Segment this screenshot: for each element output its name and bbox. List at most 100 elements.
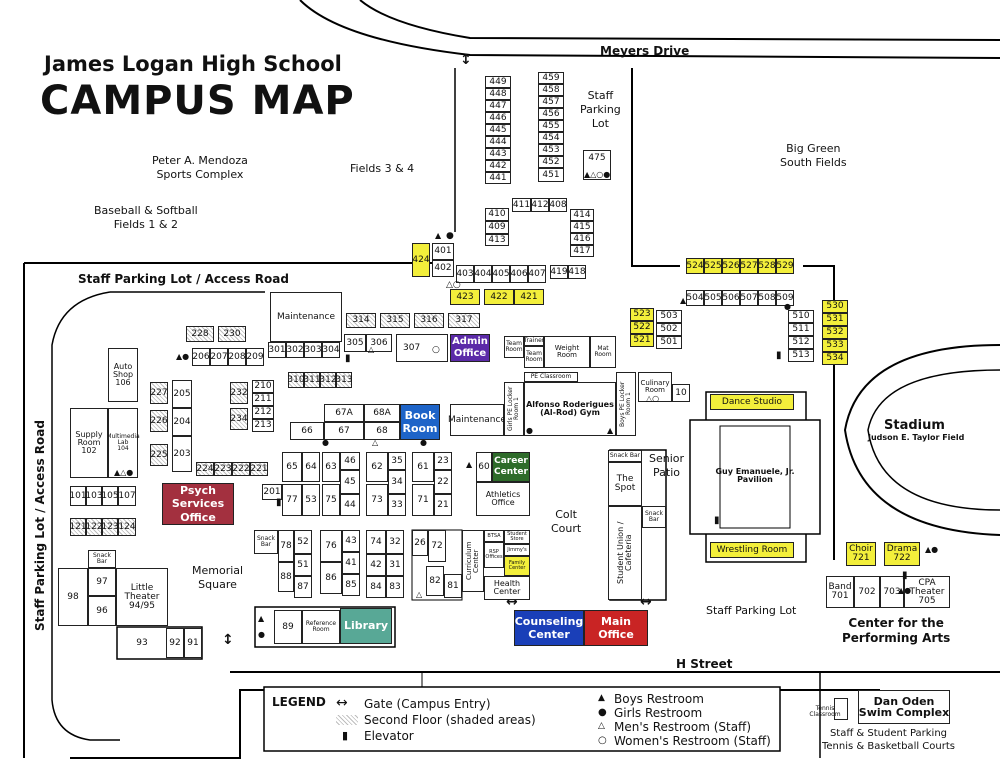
room-445[interactable]: 445: [485, 124, 511, 136]
room-506[interactable]: 506: [722, 290, 740, 306]
room-525[interactable]: 525: [704, 258, 722, 274]
maintenance-building[interactable]: Maintenance: [270, 292, 342, 342]
room-53[interactable]: 53: [302, 484, 320, 516]
pe-classroom[interactable]: PE Classroom: [524, 372, 578, 382]
room-314[interactable]: 314: [346, 313, 376, 328]
room-23[interactable]: 23: [434, 452, 452, 470]
room-71[interactable]: 71: [412, 484, 434, 516]
room-45[interactable]: 45: [340, 470, 360, 494]
room-534[interactable]: 534: [822, 352, 848, 365]
room-409[interactable]: 409: [485, 221, 509, 234]
room-98[interactable]: 98: [58, 568, 88, 626]
room-105[interactable]: 105: [101, 486, 119, 506]
counseling-center[interactable]: Counseling Center: [514, 610, 584, 646]
room-454[interactable]: 454: [538, 132, 564, 144]
room-67a[interactable]: 67A: [324, 404, 364, 422]
tennis-classroom[interactable]: Tennis Classroom: [809, 705, 841, 718]
room-524[interactable]: 524: [686, 258, 704, 274]
room-404[interactable]: 404: [474, 265, 492, 283]
dance-studio[interactable]: Dance Studio: [710, 394, 794, 410]
room-26[interactable]: 26: [412, 530, 428, 556]
room-224[interactable]: 224: [196, 462, 214, 476]
room-223[interactable]: 223: [214, 462, 232, 476]
room-423[interactable]: 423: [450, 289, 480, 305]
room-208[interactable]: 208: [228, 348, 246, 366]
room-211[interactable]: 211: [252, 393, 274, 406]
room-528[interactable]: 528: [758, 258, 776, 274]
psych-services-office[interactable]: Psych Services Office: [162, 483, 234, 525]
room-304[interactable]: 304: [322, 342, 340, 358]
maintenance-gym[interactable]: Maintenance: [448, 404, 506, 436]
room-201[interactable]: 201: [262, 484, 282, 500]
room-455[interactable]: 455: [538, 120, 564, 132]
room-531[interactable]: 531: [822, 313, 848, 326]
room-10[interactable]: 10: [672, 384, 690, 402]
room-82[interactable]: 82: [426, 566, 444, 596]
room-62[interactable]: 62: [366, 452, 388, 482]
room-205[interactable]: 205: [172, 380, 192, 408]
room-422[interactable]: 422: [484, 289, 514, 305]
mat-room[interactable]: Mat Room: [590, 336, 616, 368]
room-32[interactable]: 32: [386, 530, 404, 554]
room-513[interactable]: 513: [788, 349, 814, 362]
auto-shop[interactable]: Auto Shop 106: [108, 348, 138, 402]
room-228[interactable]: 228: [186, 326, 214, 342]
room-317[interactable]: 317: [448, 313, 480, 328]
room-121[interactable]: 121: [69, 518, 87, 536]
room-418[interactable]: 418: [568, 265, 586, 279]
room-526[interactable]: 526: [722, 258, 740, 274]
room-306[interactable]: 306: [366, 334, 392, 352]
room-52[interactable]: 52: [294, 530, 312, 554]
room-209[interactable]: 209: [246, 348, 264, 366]
room-84[interactable]: 84: [366, 576, 386, 598]
room-234[interactable]: 234: [230, 408, 248, 430]
room-31[interactable]: 31: [386, 554, 404, 576]
trainer-room[interactable]: Trainer: [523, 336, 545, 346]
room-522[interactable]: 522: [630, 321, 654, 334]
room-451[interactable]: 451: [538, 168, 564, 182]
room-424[interactable]: 424: [412, 243, 430, 277]
room-34[interactable]: 34: [388, 470, 406, 494]
room-441[interactable]: 441: [485, 172, 511, 184]
room-212[interactable]: 212: [252, 406, 274, 419]
room-703[interactable]: 703: [880, 576, 904, 608]
room-68a[interactable]: 68A: [364, 404, 400, 422]
room-529[interactable]: 529: [776, 258, 794, 274]
culinary-room[interactable]: Culinary Room: [638, 372, 672, 402]
room-446[interactable]: 446: [485, 112, 511, 124]
little-theater[interactable]: Little Theater 94/95: [116, 568, 168, 626]
room-443[interactable]: 443: [485, 148, 511, 160]
admin-office[interactable]: Admin Office: [450, 334, 490, 362]
room-61[interactable]: 61: [412, 452, 434, 482]
room-93[interactable]: 93: [136, 637, 148, 648]
wrestling-room[interactable]: Wrestling Room: [710, 542, 794, 558]
room-88[interactable]: 88: [278, 562, 294, 592]
room-35[interactable]: 35: [388, 452, 406, 470]
room-406[interactable]: 406: [510, 265, 528, 283]
room-73[interactable]: 73: [366, 484, 388, 516]
book-room[interactable]: Book Room: [400, 404, 440, 440]
room-313[interactable]: 313: [335, 372, 353, 388]
room-87[interactable]: 87: [294, 576, 312, 598]
supply-room[interactable]: Supply Room 102: [70, 408, 108, 478]
student-union[interactable]: Student Union / Cafeteria: [608, 506, 642, 600]
room-85[interactable]: 85: [342, 574, 360, 596]
room-503[interactable]: 503: [656, 310, 682, 323]
room-315[interactable]: 315: [380, 313, 410, 328]
room-307[interactable]: 307: [396, 334, 448, 362]
room-72[interactable]: 72: [428, 530, 446, 562]
room-81[interactable]: 81: [444, 574, 462, 598]
family-center[interactable]: Family Center: [504, 556, 530, 576]
room-65[interactable]: 65: [282, 452, 302, 482]
multimedia-lab[interactable]: Multimedia Lab 104: [106, 408, 140, 478]
room-222[interactable]: 222: [232, 462, 250, 476]
room-310[interactable]: 310: [287, 372, 305, 388]
room-449[interactable]: 449: [485, 76, 511, 88]
room-227[interactable]: 227: [150, 382, 168, 404]
room-410[interactable]: 410: [485, 208, 509, 221]
the-spot[interactable]: The Spot: [608, 462, 642, 506]
room-225[interactable]: 225: [150, 444, 168, 466]
room-442[interactable]: 442: [485, 160, 511, 172]
room-413[interactable]: 413: [485, 234, 509, 246]
room-401[interactable]: 401: [432, 243, 454, 260]
